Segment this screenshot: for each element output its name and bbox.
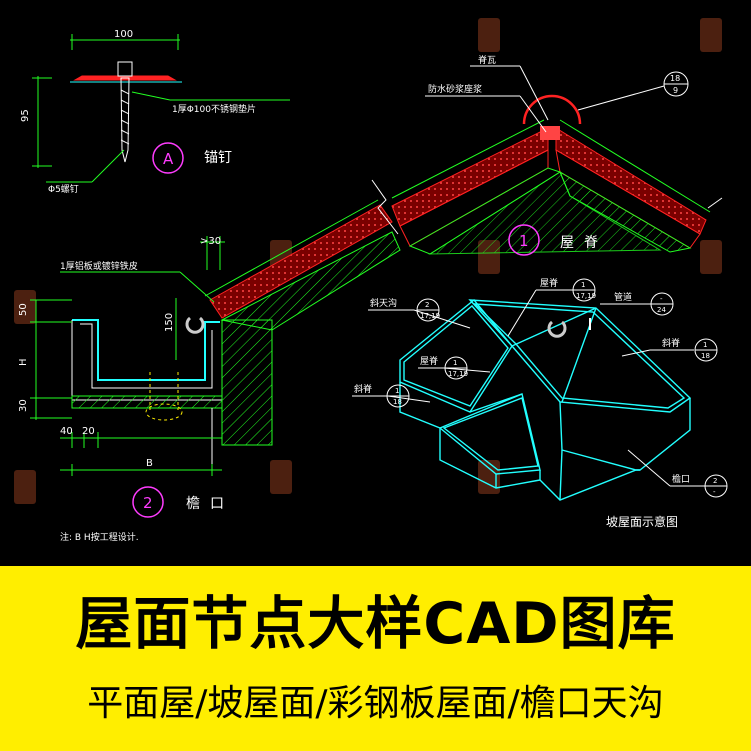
dim-50: 50 [18,303,29,316]
plan-hip-right-label: 斜脊 [662,337,680,349]
detail-a-title: 锚钉 [204,150,232,166]
plan-valley-label: 斜天沟 [370,297,397,309]
banner-title: 屋面节点大样CAD图库 [75,591,676,657]
dim-b: B [146,458,153,469]
plan-ridge-ref-top: 1 [581,281,585,289]
watermark-mark [700,240,722,274]
dim-h: H [18,358,29,366]
watermark-mark [14,290,36,324]
plan-eave-ref-top: 2 [713,477,717,485]
watermark-mark [478,18,500,52]
dim-gt30: >30 [200,236,221,247]
watermark-mark [478,460,500,494]
detail-2-title: 檐口 [186,496,234,512]
title-banner: 屋面节点大样CAD图库 平面屋/坡屋面/彩钢板屋面/檐口天沟 [0,566,751,751]
plan-eave-label: 檐口 [672,473,690,485]
roof-plan-schematic: 屋脊 1 17,19 斜天沟 2 17,19 管道 - 24 斜脊 1 18 屋… [352,277,728,529]
plan-vent-ref-bottom: 24 [657,306,666,314]
mortar-note: 防水砂浆座浆 [428,83,482,95]
ridge-ref-top: 18 [670,74,680,83]
detail-a-circle-label: A [163,150,174,168]
dim-40: 40 [60,426,73,437]
detail-1-ridge: 脊瓦 防水砂浆座浆 18 9 1 屋脊 [371,54,723,256]
watermark-mark [270,460,292,494]
watermark-mark [14,470,36,504]
plan-hip-right-ref-top: 1 [703,341,707,349]
ridge-ref-bottom: 9 [673,86,678,95]
plan-eave-ref-bottom: - [713,488,716,496]
plan-ridge2-ref-bottom: 17,19 [448,370,468,378]
plan-caption: 坡屋面示意图 [606,514,678,529]
plan-vent-ref-top: - [660,295,663,303]
cad-svg: 100 95 1厚Φ100不锈钢垫片 Φ5螺钉 A 锚钉 [18,29,728,543]
nail-note: Φ5螺钉 [48,184,79,195]
plan-hip-left-ref-bottom: 18 [393,398,402,406]
plan-ridge2-ref-top: 1 [453,359,457,367]
plan-valley-ref-bottom: 17,19 [420,312,440,320]
detail-a-anchor-nail: 100 95 1厚Φ100不锈钢垫片 Φ5螺钉 A 锚钉 [20,29,290,195]
washer-note: 1厚Φ100不锈钢垫片 [172,103,256,115]
dim-30: 30 [18,399,29,412]
sheet-note: 1厚铝板或镀锌铁皮 [60,260,138,272]
dim-20: 20 [82,426,95,437]
detail-2-note: 注: B H按工程设计. [60,531,139,543]
plan-vent-label: 管道 [614,291,632,303]
dim-95: 95 [20,109,31,122]
plan-ridge-label: 屋脊 [540,277,558,289]
banner-subtitle: 平面屋/坡屋面/彩钢板屋面/檐口天沟 [87,683,664,724]
detail-1-title: 屋脊 [560,235,608,251]
detail-1-circle-label: 1 [519,232,529,250]
cad-drawing-canvas: 100 95 1厚Φ100不锈钢垫片 Φ5螺钉 A 锚钉 [14,18,728,543]
detail-2-eave-gutter: >30 1厚铝板或镀锌铁皮 150 50 H 30 40 20 B [18,199,401,543]
plan-valley-ref-top: 2 [425,301,429,309]
plan-hip-left-label: 斜脊 [354,383,372,395]
plan-hip-right-ref-bottom: 18 [701,352,710,360]
ridge-tile-label: 脊瓦 [478,54,496,66]
plan-ridge2-label: 屋脊 [420,355,438,367]
dim-150: 150 [164,313,175,332]
dim-100: 100 [114,29,133,40]
plan-hip-left-ref-top: 1 [395,387,399,395]
watermark-mark [700,18,722,52]
detail-2-circle-label: 2 [143,494,153,512]
plan-ridge-ref-bottom: 17,19 [576,292,596,300]
